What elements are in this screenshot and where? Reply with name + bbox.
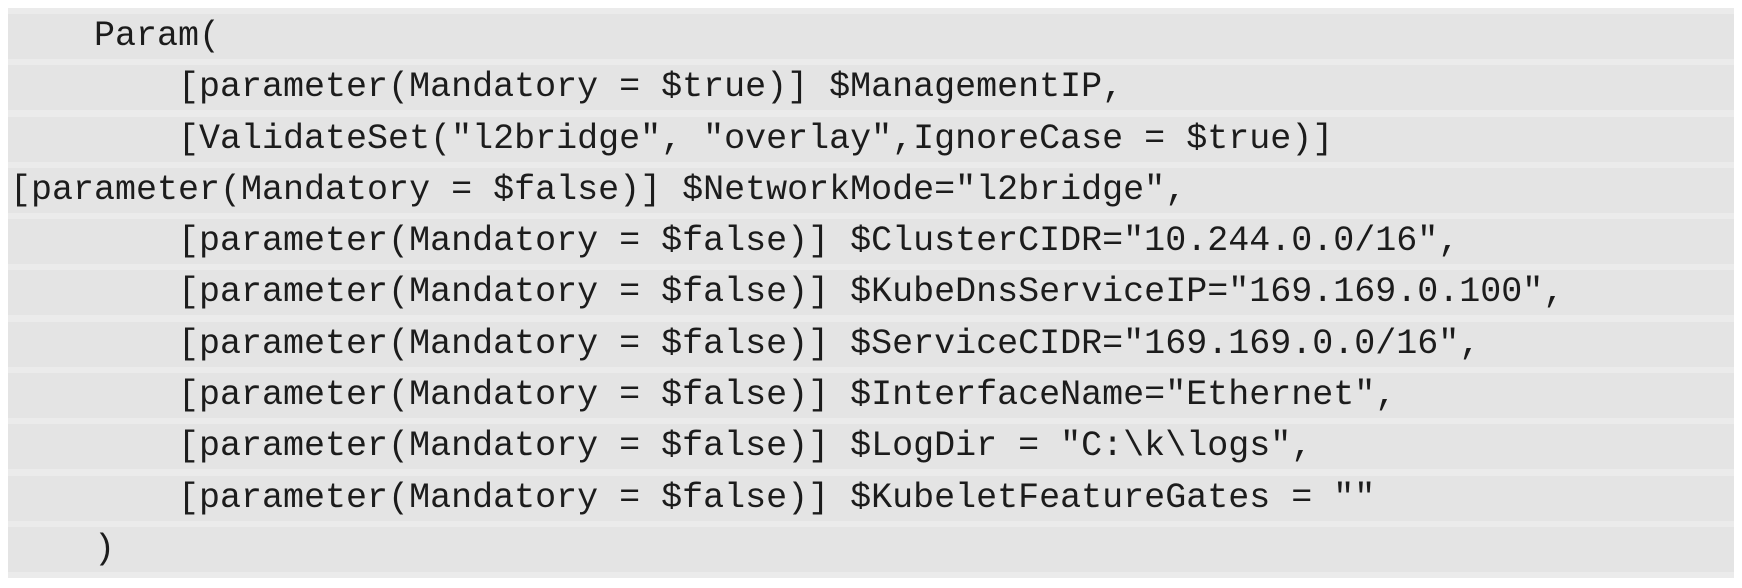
code-line: ) — [8, 526, 1734, 572]
code-line: [parameter(Mandatory = $false)] $Interfa… — [8, 373, 1734, 419]
code-line: [ValidateSet("l2bridge", "overlay",Ignor… — [8, 116, 1734, 162]
code-line: Param( — [8, 14, 1734, 59]
code-line: [parameter(Mandatory = $false)] $Kubelet… — [8, 475, 1734, 521]
code-line: [parameter(Mandatory = $false)] $Service… — [8, 321, 1734, 367]
code-line: [parameter(Mandatory = $false)] $LogDir … — [8, 424, 1734, 470]
code-line: [parameter(Mandatory = $false)] $Cluster… — [8, 219, 1734, 265]
code-line: [parameter(Mandatory = $false)] $KubeDns… — [8, 270, 1734, 316]
code-line: [parameter(Mandatory = $true)] $Manageme… — [8, 65, 1734, 111]
powershell-code-block: Param( [parameter(Mandatory = $true)] $M… — [8, 8, 1734, 578]
code-line: [parameter(Mandatory = $false)] $Network… — [8, 167, 1734, 213]
